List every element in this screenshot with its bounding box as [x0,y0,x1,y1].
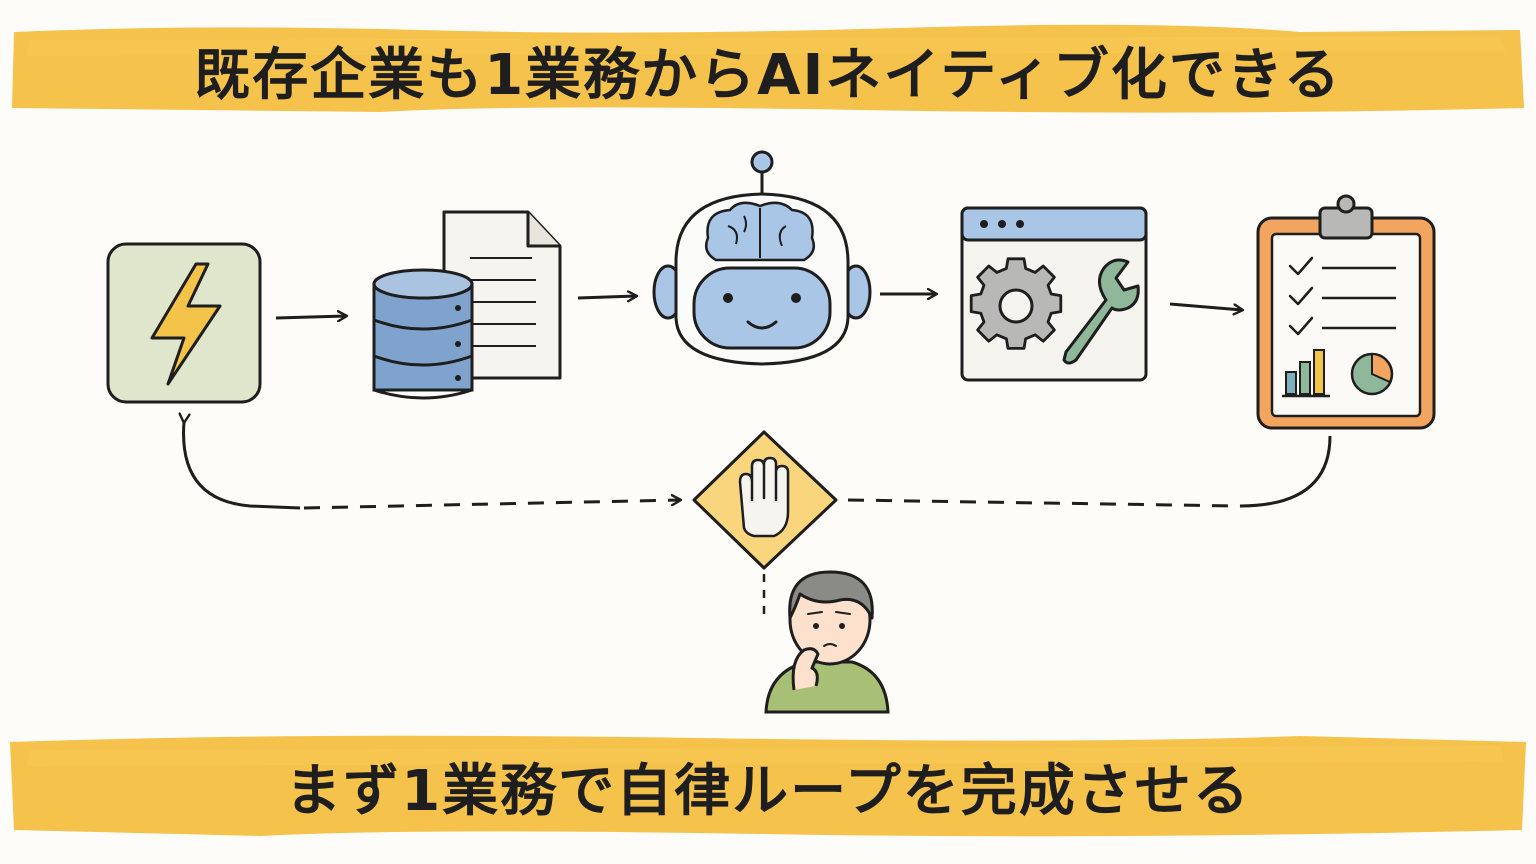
loop-dashed-left [303,500,680,510]
ai-robot-brain-icon [652,150,872,366]
flow-arrow-4 [1169,302,1242,310]
gear-wrench-window-icon [960,206,1148,382]
title-banner-wash [12,24,1524,113]
loop-return-arrow [184,422,301,510]
database-document-icon [372,210,562,400]
clipboard-report-icon [1256,194,1436,430]
flow-arrow-1 [275,316,346,318]
page-title: 既存企業も1業務からAIネイティブ化できる [194,42,1342,108]
caption-text: まず1業務で自律ループを完成させる [285,758,1251,824]
loop-exit-curve [1239,435,1332,508]
stop-hand-warning-icon [692,430,838,570]
flow-arrow-2 [577,296,636,298]
caption-banner: まず1業務で自律ループを完成させる [0,730,1536,842]
thinking-person-icon [764,570,890,714]
loop-dashed-right [847,498,1241,508]
caption-banner-wash [10,735,1526,837]
lightning-trigger-icon [106,242,262,404]
title-banner: 既存企業も1業務からAIネイティブ化できる [0,22,1536,118]
